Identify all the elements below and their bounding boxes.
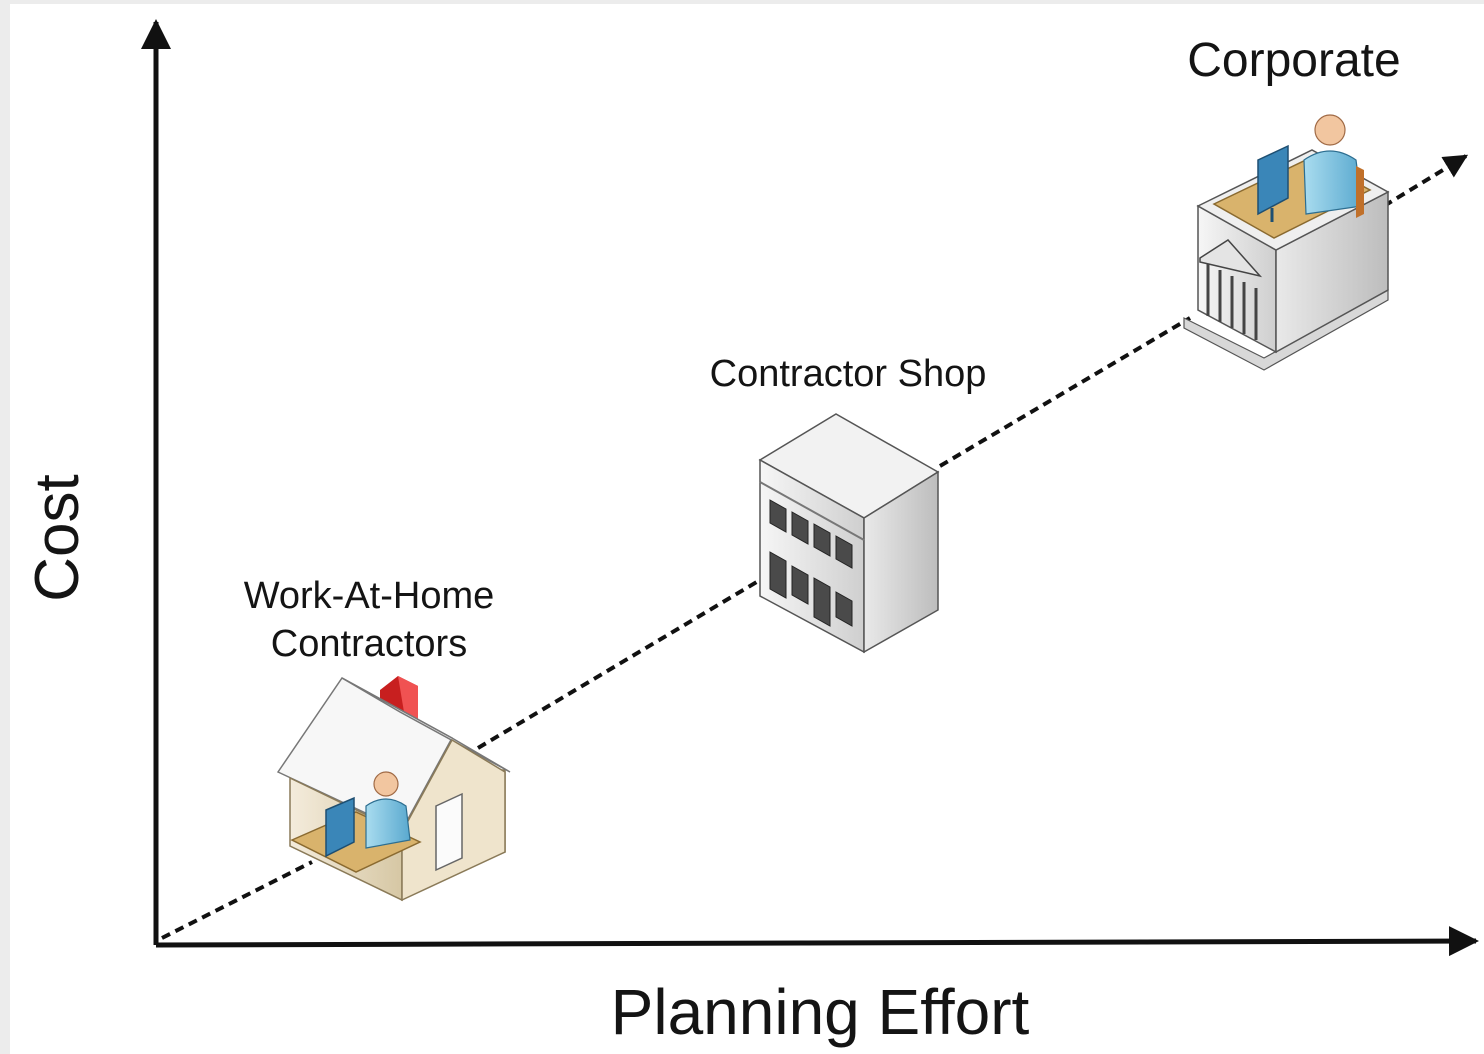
- node-corp-label: Corporate: [1187, 34, 1400, 87]
- house-with-worker-icon: [276, 676, 511, 902]
- x-axis-label: Planning Effort: [611, 976, 1030, 1048]
- node-home-label-line-1: Work-At-Home: [244, 575, 495, 617]
- diagram-canvas: Planning Effort Cost Work-At-Home Contra…: [10, 4, 1484, 1054]
- diagram-svg: Planning Effort Cost Work-At-Home Contra…: [23, 19, 1479, 1048]
- node-shop-label: Contractor Shop: [710, 353, 987, 395]
- office-building-icon: [758, 413, 940, 654]
- y-axis-label: Cost: [23, 474, 92, 601]
- node-home-label-line-2: Contractors: [271, 623, 467, 665]
- corporate-building-with-worker-icon: [1183, 114, 1390, 371]
- x-axis-line: [155, 926, 1479, 957]
- trend-line: [161, 154, 1469, 940]
